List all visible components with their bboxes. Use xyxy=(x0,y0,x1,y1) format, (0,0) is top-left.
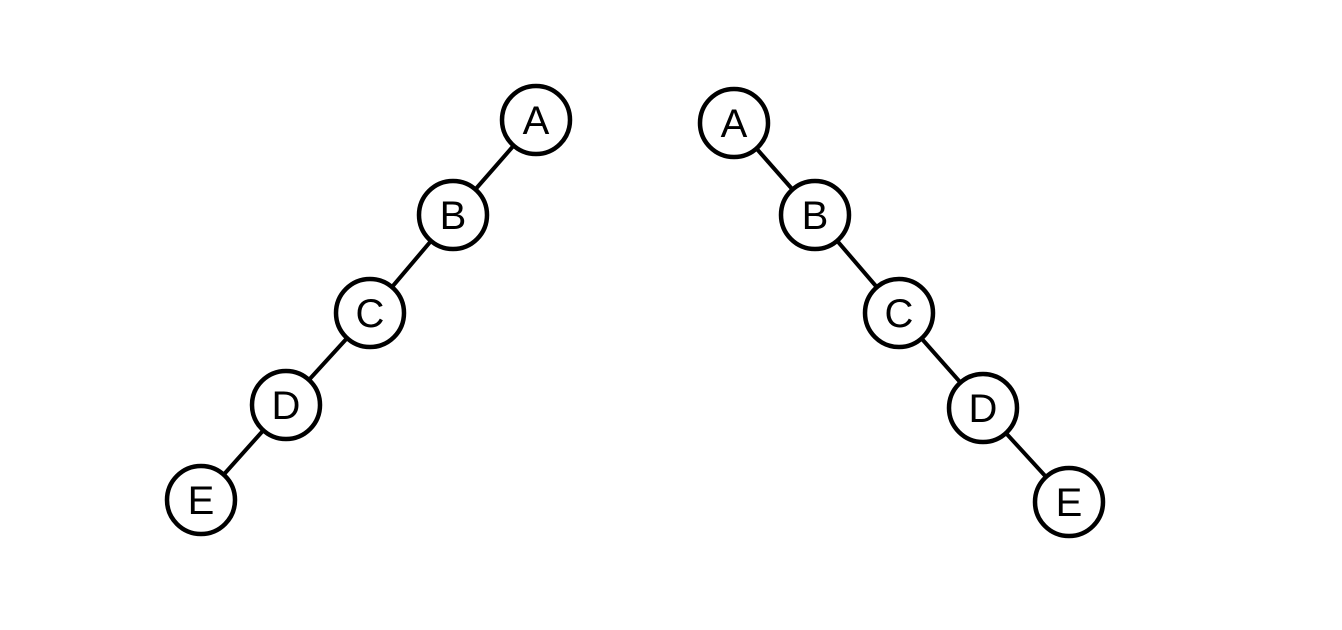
tree-node-b: B xyxy=(778,178,852,252)
node-label: C xyxy=(356,292,385,336)
node-label: A xyxy=(721,102,748,146)
tree-node-b: B xyxy=(416,178,490,252)
node-label: D xyxy=(969,387,998,431)
node-circle xyxy=(862,276,936,350)
tree-node-d: D xyxy=(249,368,323,442)
tree-node-e: E xyxy=(164,463,238,537)
node-circle xyxy=(697,86,771,160)
node-circle xyxy=(164,463,238,537)
node-label: E xyxy=(1056,481,1083,525)
tree-node-a: A xyxy=(499,83,573,157)
node-label: E xyxy=(188,479,215,523)
node-label: A xyxy=(523,99,550,143)
tree-node-a: A xyxy=(697,86,771,160)
node-circle xyxy=(249,368,323,442)
right-skewed-tree: A B C D E xyxy=(697,86,1106,539)
node-circle xyxy=(1032,465,1106,539)
node-label: B xyxy=(440,194,467,238)
node-circle xyxy=(333,276,407,350)
tree-node-c: C xyxy=(862,276,936,350)
node-circle xyxy=(499,83,573,157)
node-label: D xyxy=(272,384,301,428)
tree-node-c: C xyxy=(333,276,407,350)
tree-node-e: E xyxy=(1032,465,1106,539)
node-circle xyxy=(946,371,1020,445)
node-label: C xyxy=(885,292,914,336)
node-circle xyxy=(778,178,852,252)
node-circle xyxy=(416,178,490,252)
tree-node-d: D xyxy=(946,371,1020,445)
left-skewed-tree: A B C D E xyxy=(164,83,573,537)
node-label: B xyxy=(802,194,829,238)
